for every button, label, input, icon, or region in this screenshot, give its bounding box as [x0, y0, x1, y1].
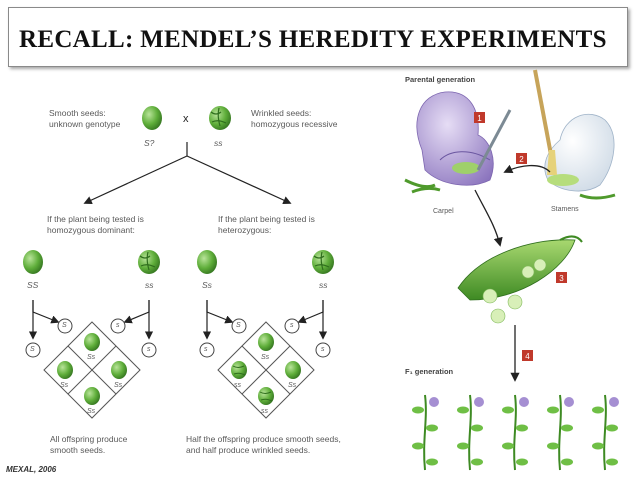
- f1-plant-leaf: [426, 458, 438, 466]
- svg-text:1: 1: [477, 114, 482, 123]
- left-offspring-1: Ss: [87, 354, 96, 361]
- carpel-label: Carpel: [433, 208, 454, 215]
- cross-symbol: x: [183, 113, 189, 125]
- f1-plant-leaf: [471, 458, 483, 466]
- right-punnett-square: [199, 300, 331, 419]
- right-gamete-3: s: [290, 322, 294, 329]
- purple-flower-illustration: [404, 91, 494, 194]
- f1-plant-leaf: [457, 406, 469, 414]
- left-wrinkled-seed-icon: [138, 250, 160, 274]
- f1-plant-leaf: [426, 424, 438, 432]
- right-offspring-2: ss: [234, 382, 241, 389]
- f1-plant-leaf: [592, 442, 604, 450]
- left-condition-label: If the plant being tested is homozygous …: [47, 214, 144, 235]
- right-smooth-seed-icon: [197, 250, 217, 274]
- step-2-marker: 2: [516, 153, 527, 164]
- step-1-marker: 1: [474, 112, 485, 123]
- svg-text:4: 4: [525, 352, 530, 361]
- right-offspring-1: Ss: [261, 354, 270, 361]
- wrinkled-seeds-label: Wrinkled seeds: homozygous recessive: [251, 108, 338, 129]
- title-banner: RECALL: MENDEL’S HEREDITY EXPERIMENTS: [8, 7, 628, 67]
- left-punnett-square: [25, 300, 157, 419]
- smooth-seed-icon: [142, 106, 162, 130]
- pea-pod-illustration: [457, 235, 583, 324]
- smooth-genotype-label: S?: [144, 138, 155, 148]
- f1-plant-leaf: [516, 458, 528, 466]
- wrinkled-seed-icon: [209, 106, 231, 130]
- right-result-label: Half the offspring produce smooth seeds,…: [186, 434, 341, 455]
- f1-plant-leaf: [412, 442, 424, 450]
- f1-plant-leaf: [547, 442, 559, 450]
- right-offspring-4: ss: [261, 408, 268, 415]
- right-gamete-2: s: [204, 346, 208, 353]
- right-parent-genotype-1: Ss: [202, 280, 212, 290]
- right-offspring-3: Ss: [288, 382, 297, 389]
- brush-illustration: [533, 69, 557, 175]
- right-condition-label: If the plant being tested is heterozygou…: [218, 214, 315, 235]
- right-wrinkled-seed-icon: [312, 250, 334, 274]
- svg-text:2: 2: [519, 155, 524, 164]
- right-gamete-1: S: [236, 322, 241, 329]
- page-title: RECALL: MENDEL’S HEREDITY EXPERIMENTS: [19, 26, 607, 53]
- f1-plant-leaf: [516, 424, 528, 432]
- f1-plant-leaf: [502, 442, 514, 450]
- f1-plant-leaf: [606, 458, 618, 466]
- right-gamete-4: s: [321, 346, 325, 353]
- f1-plant-leaf: [412, 406, 424, 414]
- left-gamete-1: S: [62, 322, 67, 329]
- f1-plant-flower: [564, 397, 574, 407]
- credit-label: MEXAL, 2006: [6, 465, 57, 474]
- left-offspring-2: Ss: [60, 382, 69, 389]
- svg-text:3: 3: [559, 274, 564, 283]
- smooth-seeds-label: Smooth seeds: unknown genotype: [49, 108, 121, 129]
- f1-plant-stem: [468, 394, 472, 471]
- f1-plant-leaf: [457, 442, 469, 450]
- wrinkled-genotype-label: ss: [214, 138, 223, 148]
- f1-plant-leaf: [502, 406, 514, 414]
- left-offspring-4: Ss: [87, 408, 96, 415]
- f1-plant-stem: [603, 394, 607, 471]
- f1-plant-leaf: [592, 406, 604, 414]
- tweezers-illustration: [476, 109, 512, 171]
- f1-plant-leaf: [561, 424, 573, 432]
- left-gamete-4: s: [147, 346, 151, 353]
- f1-plant-leaf: [606, 424, 618, 432]
- f1-generation-label: F₁ generation: [405, 367, 454, 376]
- white-flower-illustration: [544, 113, 616, 200]
- left-smooth-seed-icon: [23, 250, 43, 274]
- step-3-marker: 3: [556, 272, 567, 283]
- right-parent-genotype-2: ss: [319, 280, 328, 290]
- f1-plant-flower: [429, 397, 439, 407]
- f1-plants-illustration: [412, 394, 619, 471]
- step-4-marker: 4: [522, 350, 533, 361]
- left-result-label: All offspring produce smooth seeds.: [50, 434, 128, 455]
- left-parent-genotype-2: ss: [145, 280, 154, 290]
- f1-plant-stem: [558, 394, 562, 471]
- left-gamete-2: S: [30, 346, 35, 353]
- f1-plant-flower: [609, 397, 619, 407]
- f1-plant-stem: [423, 394, 427, 471]
- left-offspring-3: Ss: [114, 382, 123, 389]
- f1-plant-leaf: [561, 458, 573, 466]
- parental-generation-label: Parental generation: [405, 75, 476, 84]
- f1-plant-stem: [513, 394, 517, 471]
- left-parent-genotype-1: SS: [27, 280, 39, 290]
- f1-plant-leaf: [547, 406, 559, 414]
- stamens-label: Stamens: [551, 206, 579, 213]
- left-gamete-3: s: [116, 322, 120, 329]
- f1-plant-flower: [474, 397, 484, 407]
- f1-plant-flower: [519, 397, 529, 407]
- f1-plant-leaf: [471, 424, 483, 432]
